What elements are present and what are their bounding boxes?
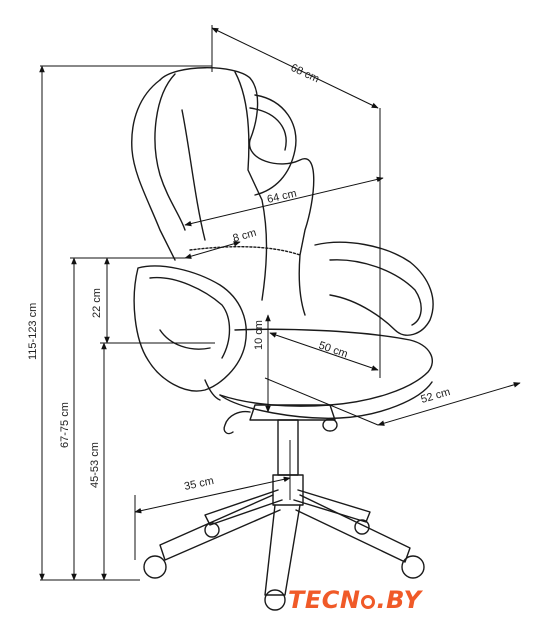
- label-52cm: 52 cm: [420, 386, 452, 406]
- label-8cm: 8 cm: [232, 227, 258, 245]
- armrest-right: [314, 241, 434, 336]
- label-50cm: 50 cm: [317, 339, 349, 360]
- label-22cm: 22 cm: [91, 288, 103, 318]
- brand-logo: TECN .BY: [288, 586, 421, 614]
- label-armrest-floor-height: 67-75 cm: [59, 402, 71, 448]
- label-64cm: 64 cm: [266, 187, 298, 205]
- back-seam-1: [189, 246, 301, 256]
- armrest-left-pad: [159, 329, 211, 350]
- base-leg-front: [264, 504, 301, 596]
- dim-line-52cm: [377, 382, 521, 426]
- backrest-seam: [249, 107, 287, 151]
- logo-text-3: .BY: [376, 586, 422, 614]
- label-68cm: 68 cm: [289, 62, 321, 86]
- caster-front: [264, 589, 286, 611]
- label-seat-height: 45-53 cm: [89, 442, 101, 488]
- logo-o-ring: [361, 595, 376, 609]
- backrest-left-edge: [131, 79, 176, 261]
- caster-left: [143, 555, 167, 579]
- dimension-lines: [39, 25, 521, 581]
- seat-top: [219, 328, 433, 407]
- gas-lift-upper: [277, 419, 299, 476]
- dim-line-50cm: [269, 332, 379, 371]
- dim-line-35cm: [134, 476, 291, 514]
- chair-outline: [131, 67, 434, 611]
- armrest-right-inner: [329, 259, 422, 326]
- caster-back-right: [354, 519, 370, 535]
- label-35cm: 35 cm: [183, 475, 215, 493]
- dim-line-8cm: [184, 241, 241, 259]
- dimension-labels: 68 cm 64 cm 8 cm 22 cm 10 cm 50 cm 52 cm…: [27, 62, 452, 493]
- base-leg-back-right: [293, 489, 371, 523]
- dim-line-68cm: [211, 27, 379, 109]
- base-leg-right: [295, 494, 411, 563]
- label-total-height: 115-123 cm: [27, 303, 39, 360]
- knob: [322, 418, 338, 432]
- backrest-wing-left: [154, 73, 186, 231]
- caster-right: [401, 555, 425, 579]
- backrest-center-panel: [234, 71, 268, 301]
- armrest-left: [133, 265, 247, 392]
- seat-side: [204, 379, 221, 401]
- lever: [223, 410, 251, 435]
- label-10cm: 10 cm: [253, 320, 265, 350]
- armrest-left-inner: [149, 276, 231, 359]
- backrest-center-left: [181, 109, 206, 241]
- base-leg-left: [159, 494, 281, 561]
- logo-text-2: N: [339, 586, 361, 614]
- dim-line-64cm: [184, 176, 384, 227]
- logo-text-1: TEC: [288, 586, 340, 614]
- caster-back-left: [204, 522, 220, 538]
